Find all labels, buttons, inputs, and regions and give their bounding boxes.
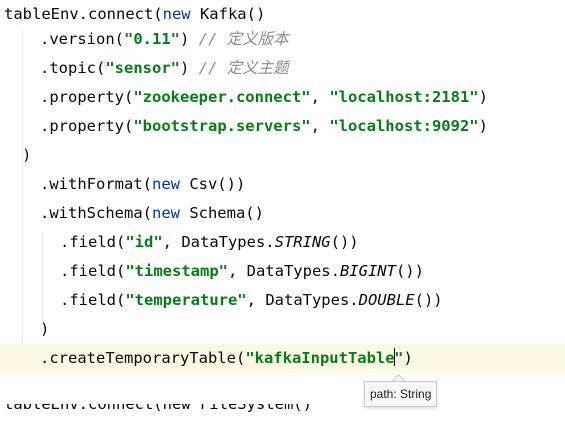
string-literal: "temperature" bbox=[125, 291, 247, 309]
code-text: ) bbox=[22, 146, 32, 164]
code-text: .topic( bbox=[40, 59, 106, 77]
code-text: ) bbox=[403, 349, 413, 367]
code-text: ()) bbox=[414, 291, 443, 309]
code-text: .property( bbox=[40, 117, 134, 135]
code-line-7[interactable]: .withFormat(new Csv()) bbox=[0, 170, 565, 199]
string-literal: "id" bbox=[125, 233, 163, 251]
text-cursor bbox=[393, 348, 396, 366]
code-line-8[interactable]: .withSchema(new Schema() bbox=[0, 199, 565, 228]
parameter-hint-tooltip: path: String bbox=[364, 381, 438, 407]
code-line-11[interactable]: .field("temperature", DataTypes.DOUBLE()… bbox=[0, 286, 565, 315]
string-literal-quote: " bbox=[394, 349, 404, 367]
code-line-13-current[interactable]: .createTemporaryTable("kafkaInputTable") bbox=[0, 344, 565, 373]
code-line-12[interactable]: ) bbox=[0, 315, 565, 344]
cut-off-line: tableEnv.connect(new FileSystem() bbox=[4, 404, 312, 413]
string-literal: "kafkaInputTable bbox=[245, 349, 395, 367]
indent-guide bbox=[42, 232, 43, 320]
code-editor[interactable]: tableEnv.connect(new Kafka() .version("0… bbox=[0, 0, 565, 413]
string-literal: "timestamp" bbox=[125, 262, 228, 280]
code-line-2[interactable]: .version("0.11") // 定义版本 bbox=[0, 25, 565, 54]
keyword: new bbox=[151, 204, 180, 222]
code-line-4[interactable]: .property("zookeeper.connect", "localhos… bbox=[0, 83, 565, 112]
code-text: ()) bbox=[330, 233, 359, 251]
keyword: new bbox=[151, 175, 180, 193]
code-line-3[interactable]: .topic("sensor") // 定义主题 bbox=[0, 54, 565, 83]
code-text: .field( bbox=[60, 233, 126, 251]
code-text: Schema() bbox=[179, 204, 264, 222]
code-text: .createTemporaryTable( bbox=[40, 349, 246, 367]
type-constant: DOUBLE bbox=[358, 291, 415, 309]
indent-guide bbox=[22, 29, 23, 349]
type-constant: BIGINT bbox=[339, 262, 396, 280]
code-line-6[interactable]: ) bbox=[0, 141, 565, 170]
code-text: .version( bbox=[40, 30, 124, 48]
comment-text: 定义主题 bbox=[226, 59, 289, 77]
comment-text: 定义版本 bbox=[226, 30, 289, 48]
code-text: ()) bbox=[395, 262, 424, 280]
code-text: , DataTypes. bbox=[227, 262, 340, 280]
code-text: ) bbox=[40, 320, 50, 338]
string-literal: "0.11" bbox=[124, 30, 180, 48]
tooltip-text: path: String bbox=[370, 387, 432, 401]
code-text: Kafka() bbox=[190, 5, 266, 23]
type-constant: STRING bbox=[274, 233, 331, 251]
code-text: tableEnv.connect( bbox=[4, 5, 163, 23]
string-literal: "bootstrap.servers" bbox=[133, 117, 311, 135]
code-text: ) bbox=[478, 88, 488, 106]
string-literal: "zookeeper.connect" bbox=[133, 88, 311, 106]
code-text: , DataTypes. bbox=[246, 291, 359, 309]
code-text: .property( bbox=[40, 88, 134, 106]
code-text: , bbox=[310, 117, 330, 135]
comment: // bbox=[198, 59, 227, 77]
string-literal: "localhost:2181" bbox=[329, 88, 479, 106]
code-text: ) bbox=[478, 117, 488, 135]
code-text: ) bbox=[179, 59, 199, 77]
code-line-9[interactable]: .field("id", DataTypes.STRING()) bbox=[0, 228, 565, 257]
string-literal: "localhost:9092" bbox=[329, 117, 479, 135]
code-text: Csv()) bbox=[179, 175, 246, 193]
keyword: new bbox=[162, 5, 191, 23]
code-text: , bbox=[310, 88, 330, 106]
code-text: .withSchema( bbox=[40, 204, 152, 222]
comment: // bbox=[198, 30, 227, 48]
string-literal: "sensor" bbox=[105, 59, 180, 77]
code-text: .field( bbox=[60, 262, 126, 280]
code-line-10[interactable]: .field("timestamp", DataTypes.BIGINT()) bbox=[0, 257, 565, 286]
code-text: .withFormat( bbox=[40, 175, 152, 193]
code-text: ) bbox=[180, 30, 199, 48]
code-line-1[interactable]: tableEnv.connect(new Kafka() bbox=[0, 0, 565, 29]
code-text: , DataTypes. bbox=[162, 233, 275, 251]
code-text: .field( bbox=[60, 291, 126, 309]
code-line-5[interactable]: .property("bootstrap.servers", "localhos… bbox=[0, 112, 565, 141]
